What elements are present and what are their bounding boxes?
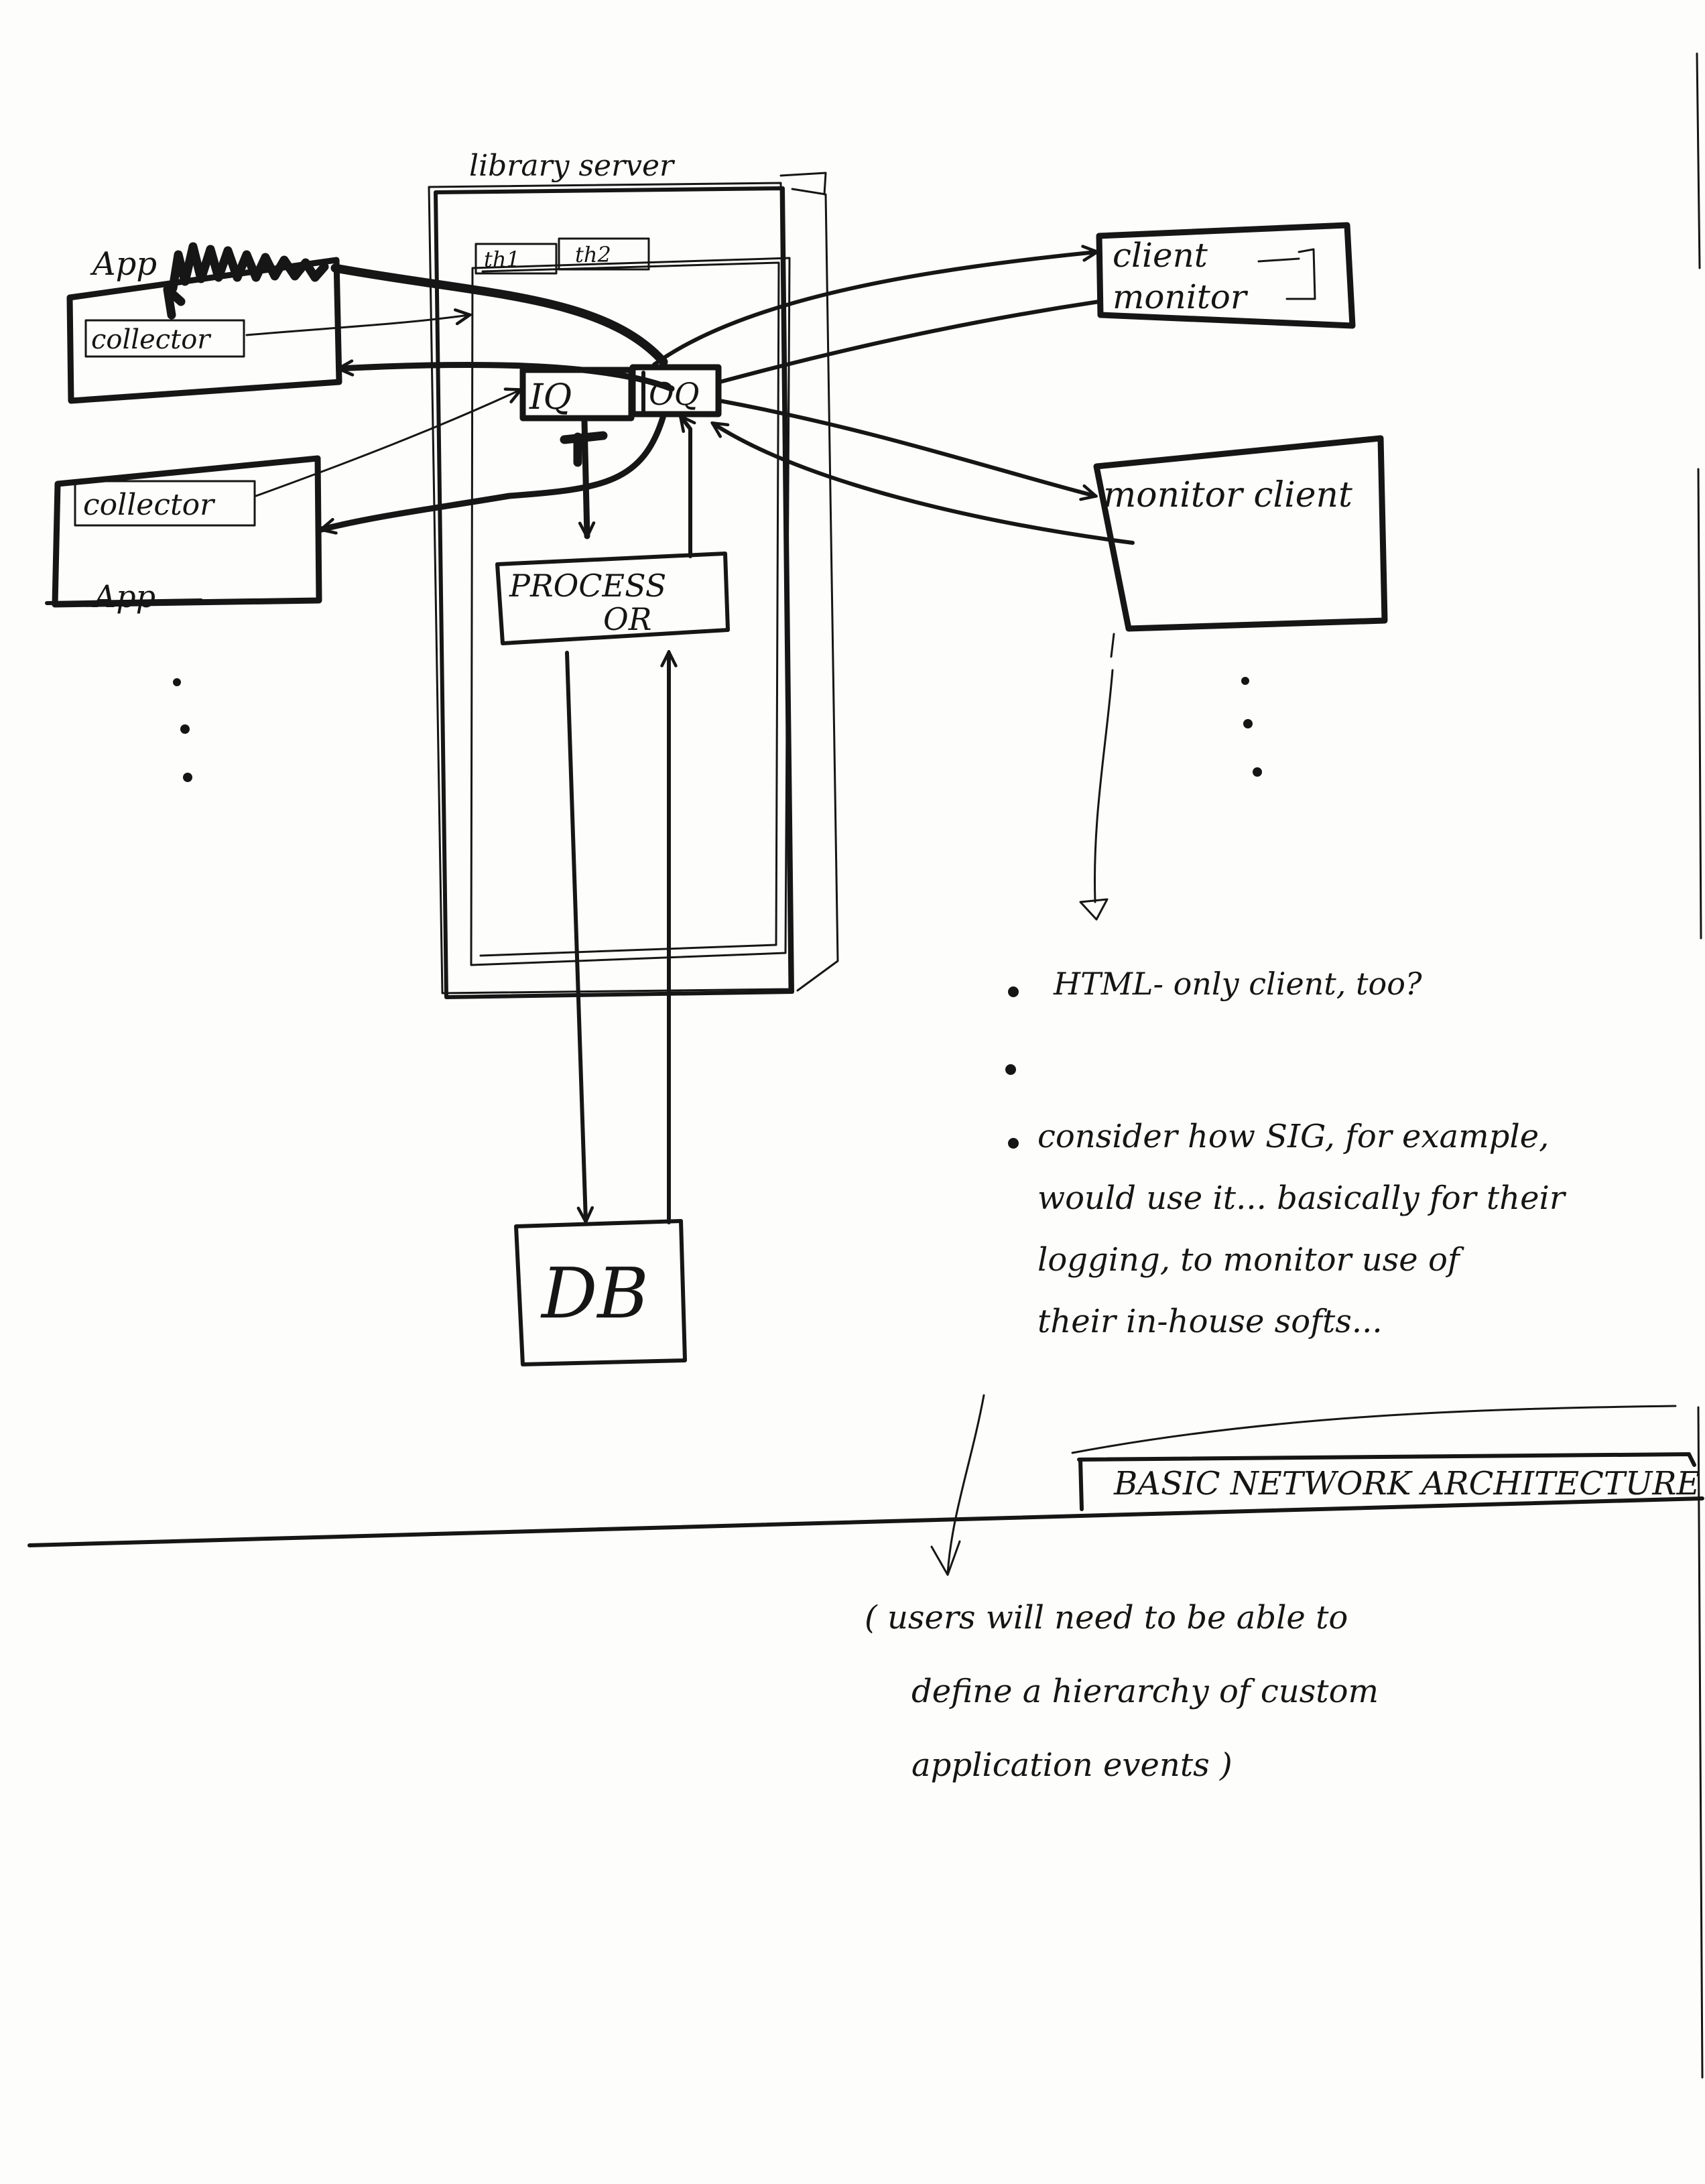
collector-label-bottom: collector	[83, 488, 216, 522]
app-label-top: App	[90, 245, 157, 283]
notes-list: HTML- only client, too? consider how SIG…	[1005, 966, 1567, 1340]
note-bullet-3-line-3: logging, to monitor use of	[1037, 1241, 1464, 1279]
processor-box: PROCESS OR	[495, 552, 730, 645]
scribble-mark	[168, 242, 329, 293]
section-title: BASIC NETWORK ARCHITECTURE	[1113, 1465, 1700, 1502]
processor-to-db-arrow	[565, 651, 586, 1221]
note-bullet-3-line-4: their in-house softs...	[1037, 1303, 1383, 1340]
ellipsis-right	[1241, 677, 1262, 777]
page-edge	[1696, 52, 1704, 2079]
thread-tab-1: th1	[475, 243, 558, 275]
note-bullet-3-line-2: would use it... basically for their	[1037, 1179, 1567, 1217]
svg-text:client: client	[1113, 236, 1208, 275]
svg-text:DB: DB	[540, 1252, 649, 1334]
ellipsis-left	[173, 678, 192, 782]
svg-text:th2: th2	[575, 242, 611, 267]
note-bullet-1: HTML- only client, too?	[1053, 966, 1422, 1002]
thread-tab-2: th2	[558, 237, 650, 271]
library-server-box	[428, 172, 839, 999]
monitor-client-down-arrow	[1093, 633, 1115, 903]
monitor-client-box: monitor client	[1093, 435, 1388, 632]
app-box-bottom: collector App	[45, 455, 322, 615]
svg-text:th1: th1	[484, 247, 520, 272]
client-monitor-box: client monitor	[1096, 222, 1356, 329]
oq-box: OQ	[629, 364, 722, 417]
section-divider-line	[27, 1496, 1704, 1547]
note-bullet-3-line-1: consider how SIG, for example,	[1037, 1118, 1549, 1155]
app2-to-iq-arrow	[255, 390, 520, 497]
bottom-note: ( users will need to be able to define a…	[865, 1599, 1379, 1784]
app-label-bottom: App	[91, 578, 155, 615]
app-box-top: collector App	[66, 245, 342, 404]
app1-to-server-arrow	[245, 315, 469, 336]
notes-to-bottom-arrow	[946, 1394, 985, 1575]
oq-to-monitor-client-arrow	[718, 399, 1095, 496]
svg-text:monitor: monitor	[1113, 277, 1249, 316]
svg-text:OR: OR	[603, 601, 651, 637]
library-server-label: library server	[469, 149, 676, 183]
svg-text:IQ: IQ	[529, 377, 572, 417]
oq-to-client-monitor-arrow	[652, 252, 1096, 367]
bottom-note-line-2: define a hierarchy of custom	[911, 1673, 1379, 1710]
bottom-note-line-3: application events )	[911, 1746, 1233, 1784]
processor-to-oq-arrow	[681, 417, 690, 558]
collector-label-top: collector	[91, 324, 212, 355]
monitor-client-to-oq-arrow	[713, 424, 1135, 545]
oq-to-app2-arrow	[322, 412, 667, 529]
app1-to-oq-curve	[330, 263, 668, 367]
svg-text:PROCESS: PROCESS	[509, 568, 666, 604]
section-title-tab: BASIC NETWORK ARCHITECTURE	[1071, 1405, 1700, 1511]
bottom-note-line-1: ( users will need to be able to	[865, 1599, 1348, 1636]
db-box: DB	[514, 1219, 687, 1366]
thread-box	[470, 257, 791, 966]
client-monitor-to-oq-line	[718, 300, 1101, 384]
svg-text:monitor client: monitor client	[1103, 475, 1352, 515]
oq-to-app1-arrow	[339, 365, 675, 392]
